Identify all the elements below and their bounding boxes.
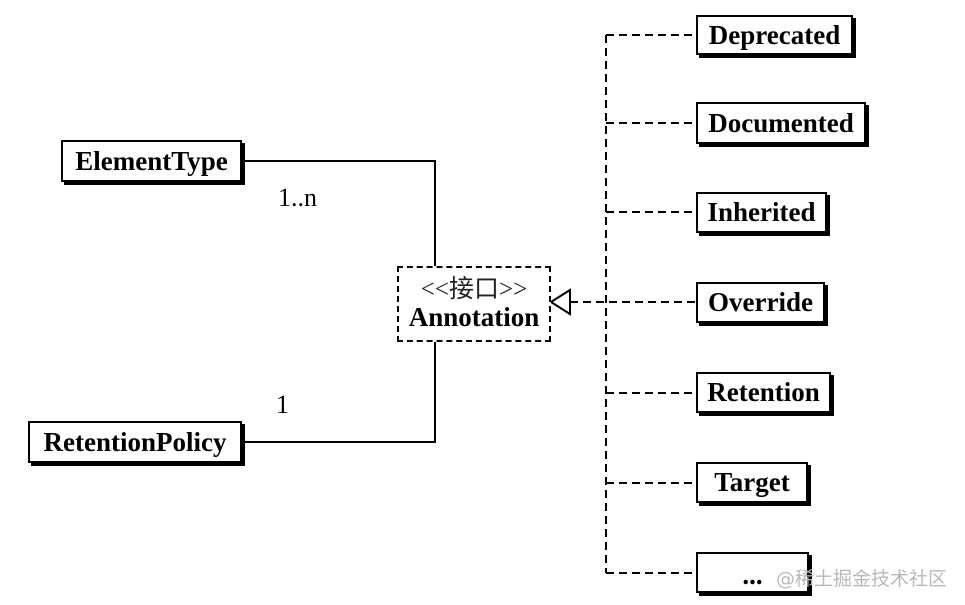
class-override: Override bbox=[696, 282, 825, 323]
class-retention-label: Retention bbox=[707, 377, 820, 407]
class-deprecated-label: Deprecated bbox=[708, 19, 841, 50]
interface-stereotype: <<接口>> bbox=[420, 275, 528, 303]
class-documented: Documented bbox=[696, 102, 866, 144]
multiplicity-retentionpolicy: 1 bbox=[276, 390, 289, 419]
class-documented-label: Documented bbox=[708, 107, 854, 138]
multiplicity-elementtype: 1..n bbox=[278, 183, 317, 212]
class-inherited: Inherited bbox=[696, 192, 827, 233]
interface-name: Annotation bbox=[408, 301, 540, 332]
class-override-label: Override bbox=[708, 287, 813, 317]
class-target: Target bbox=[696, 462, 808, 503]
retentionpolicy-association-line bbox=[244, 342, 436, 443]
watermark: @稀土掘金技术社区 bbox=[775, 568, 947, 590]
class-target-label: Target bbox=[714, 467, 790, 497]
class-retention: Retention bbox=[696, 372, 831, 413]
realization-arrowhead bbox=[549, 288, 571, 316]
class-retentionpolicy-label: RetentionPolicy bbox=[43, 426, 227, 457]
class-more-label: ... bbox=[742, 560, 763, 590]
elementtype-association-line bbox=[244, 160, 436, 267]
class-deprecated: Deprecated bbox=[696, 15, 853, 55]
class-inherited-label: Inherited bbox=[707, 197, 816, 227]
class-elementtype: ElementType bbox=[61, 140, 242, 182]
interface-annotation: <<接口>> Annotation bbox=[397, 266, 551, 342]
class-retentionpolicy: RetentionPolicy bbox=[28, 421, 242, 463]
class-elementtype-label: ElementType bbox=[75, 145, 228, 176]
class-more: ... bbox=[696, 552, 809, 593]
